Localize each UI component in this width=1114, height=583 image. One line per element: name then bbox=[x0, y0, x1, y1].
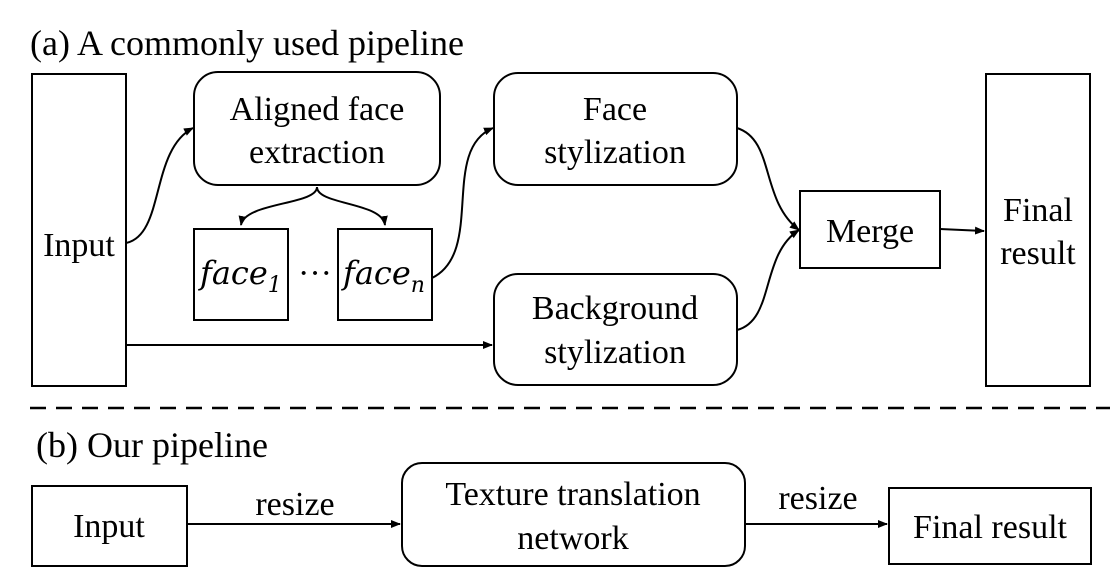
arrow-input-to-extraction bbox=[125, 127, 194, 244]
face-n-label: facen bbox=[341, 254, 425, 298]
texture-translation-network-box bbox=[401, 462, 746, 567]
background-stylization-line2: stylization bbox=[544, 334, 686, 371]
input-box-a bbox=[31, 73, 127, 387]
input-box-b bbox=[31, 485, 188, 567]
face-1-box bbox=[193, 228, 289, 321]
input-label-a: Input bbox=[43, 227, 115, 264]
aligned-face-label-line2: extraction bbox=[249, 134, 385, 171]
merge-label: Merge bbox=[826, 213, 914, 250]
arrow-background-to-merge bbox=[736, 229, 800, 331]
face-stylization-line1: Face bbox=[583, 91, 647, 128]
arrow-extraction-to-face-1 bbox=[238, 186, 318, 226]
section-a-title: (a) A commonly used pipeline bbox=[30, 23, 464, 63]
resize-label-1: resize bbox=[255, 486, 334, 523]
final-result-box-a bbox=[985, 73, 1091, 387]
aligned-face-label-line1: Aligned face bbox=[230, 91, 405, 128]
arrow-merge-to-final bbox=[939, 226, 985, 235]
resize-label-2: resize bbox=[778, 480, 857, 517]
final-result-b-label: Final result bbox=[913, 509, 1067, 546]
face-1-label: face1 bbox=[198, 254, 282, 298]
arrow-face-stylization-to-merge bbox=[736, 127, 800, 231]
input-label-b: Input bbox=[73, 508, 145, 545]
texture-label-line2: network bbox=[517, 520, 628, 557]
section-b-title: (b) Our pipeline bbox=[36, 425, 268, 465]
aligned-face-extraction-box bbox=[193, 71, 441, 186]
face-n-box bbox=[337, 228, 433, 321]
arrow-extraction-to-face-n bbox=[316, 186, 388, 226]
face-stylization-line2: stylization bbox=[544, 134, 686, 171]
arrow-faces-to-face-stylization bbox=[431, 127, 494, 279]
ellipsis-dots: ··· bbox=[298, 255, 332, 292]
texture-label-line1: Texture translation bbox=[445, 476, 700, 513]
background-stylization-line1: Background bbox=[532, 290, 698, 327]
final-result-box-b bbox=[888, 487, 1092, 565]
final-result-a-line1: Final bbox=[1003, 192, 1073, 229]
final-result-a-line2: result bbox=[1000, 235, 1076, 272]
